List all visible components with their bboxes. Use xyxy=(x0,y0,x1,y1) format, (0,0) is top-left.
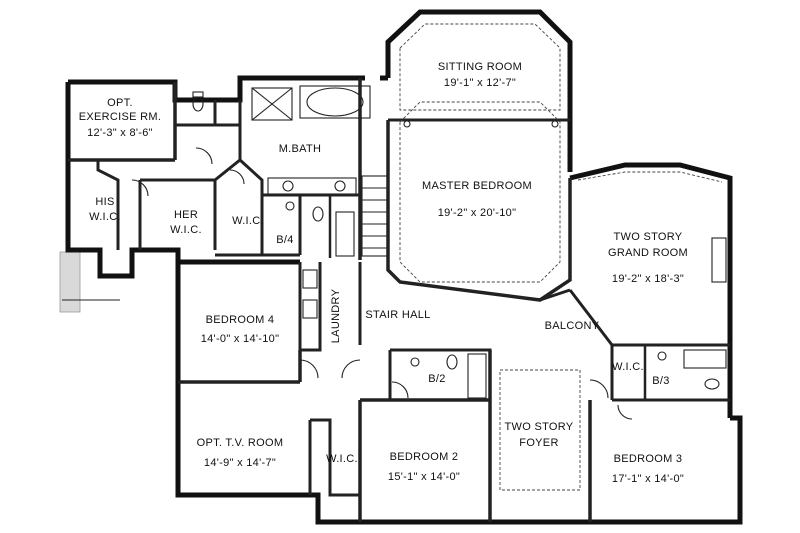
her-wic-label-1: HER xyxy=(174,209,198,221)
interior-walls xyxy=(68,78,730,522)
tv-room-dims: 14'-9" x 14'-7" xyxy=(204,457,276,469)
tv-room-label: OPT. T.V. ROOM xyxy=(197,437,284,449)
fixtures xyxy=(131,85,727,420)
exercise-room-label-2: EXERCISE RM. xyxy=(79,111,161,123)
bedroom2-dims: 15'-1" x 14'-0" xyxy=(388,471,460,483)
master-bath-label: M.BATH xyxy=(279,143,322,155)
bedroom2-label: BEDROOM 2 xyxy=(390,451,459,463)
ceiling-lines xyxy=(399,23,723,491)
master-bedroom-dims: 19'-2" x 20'-10" xyxy=(438,207,517,219)
her-wic-label-2: W.I.C. xyxy=(170,224,202,236)
bath4-label: B/4 xyxy=(276,234,293,246)
exercise-room-dims: 12'-3" x 8'-6" xyxy=(87,127,153,139)
exterior-walls xyxy=(65,9,743,525)
grand-room-label-2: GRAND ROOM xyxy=(608,247,688,259)
bath2-label: B/2 xyxy=(428,373,445,385)
foyer-label-2: FOYER xyxy=(519,437,558,449)
wic-b2-label: W.I.C. xyxy=(326,453,358,465)
grand-room-label-1: TWO STORY xyxy=(614,231,683,243)
bedroom3-label: BEDROOM 3 xyxy=(614,453,683,465)
master-bedroom-label: MASTER BEDROOM xyxy=(422,180,532,192)
his-wic-label-1: HIS xyxy=(95,196,114,208)
laundry-label: LAUNDRY xyxy=(330,288,342,343)
wic-small-label: W.I.C. xyxy=(232,215,264,227)
bath3-label: B/3 xyxy=(652,375,669,387)
bedroom4-dims: 14'-0" x 14'-10" xyxy=(201,333,280,345)
exercise-room-label-1: OPT. xyxy=(107,97,133,109)
foyer-label-1: TWO STORY xyxy=(505,421,574,433)
sitting-room-label: SITTING ROOM xyxy=(438,61,522,73)
bedroom3-dims: 17'-1" x 14'-0" xyxy=(612,473,684,485)
sitting-room-dims: 19'-1" x 12'-7" xyxy=(444,77,516,89)
bedroom4-label: BEDROOM 4 xyxy=(206,314,275,326)
stair-hall-label: STAIR HALL xyxy=(365,309,430,321)
balcony-label: BALCONY xyxy=(545,320,600,332)
wic-b3-label: W.I.C. xyxy=(612,361,644,373)
his-wic-label-2: W.I.C. xyxy=(89,211,121,223)
terrace xyxy=(59,251,120,313)
room-labels: SITTING ROOM 19'-1" x 12'-7" OPT. EXERCI… xyxy=(79,61,688,485)
grand-room-dims: 19'-2" x 18'-3" xyxy=(612,273,684,285)
